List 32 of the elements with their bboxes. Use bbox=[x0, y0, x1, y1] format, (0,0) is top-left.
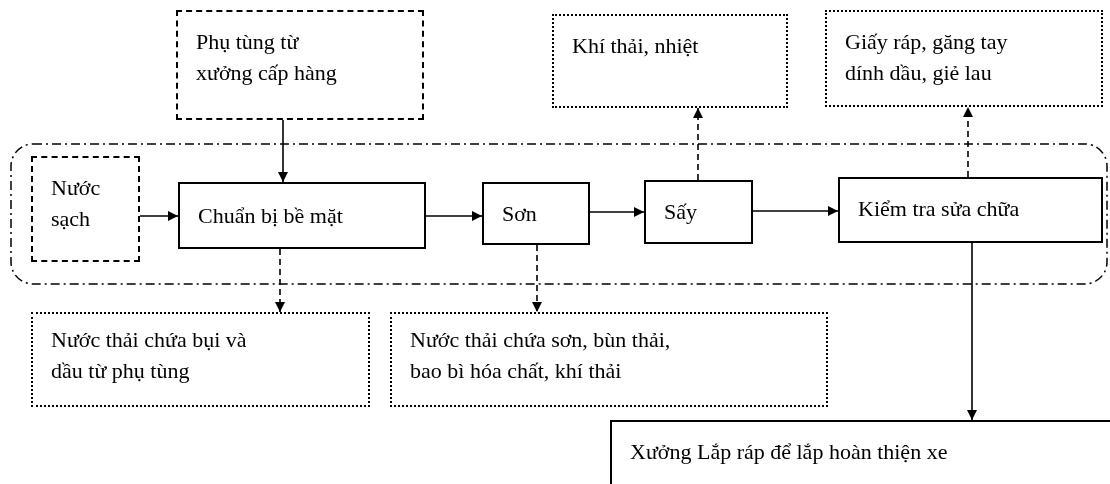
node-label: Khí thải, nhiệt bbox=[572, 32, 699, 60]
node-label: Xưởng Lắp ráp để lắp hoàn thiện xe bbox=[630, 438, 948, 466]
arrow bbox=[139, 211, 179, 221]
node-label: Phụ tùng từ xưởng cấp hàng bbox=[196, 28, 338, 87]
process-box bbox=[482, 182, 590, 245]
process-box bbox=[838, 177, 1103, 243]
input-box bbox=[176, 10, 424, 120]
node-label: Nước thải chứa sơn, bùn thải, bao bì hóa chất, khí thải bbox=[410, 326, 672, 385]
input-box bbox=[31, 156, 140, 262]
arrow bbox=[963, 106, 973, 178]
arrow bbox=[589, 207, 645, 217]
arrow bbox=[532, 244, 542, 313]
output-box bbox=[552, 14, 788, 108]
arrow bbox=[967, 242, 977, 421]
process-box bbox=[644, 180, 753, 244]
arrow bbox=[693, 107, 703, 181]
node-label: Giấy ráp, găng tay dính dầu, giẻ lau bbox=[845, 28, 1009, 87]
node-label: Kiểm tra sửa chữa bbox=[858, 195, 1020, 223]
arrow bbox=[275, 248, 285, 313]
output-box bbox=[31, 312, 370, 407]
arrow bbox=[278, 119, 288, 183]
node-label: Chuẩn bị bề mặt bbox=[198, 202, 343, 230]
arrow bbox=[425, 211, 483, 221]
node-label: Sấy bbox=[664, 198, 697, 226]
node-label: Sơn bbox=[502, 200, 537, 228]
output-box bbox=[825, 10, 1103, 107]
node-label: Nước thải chứa bụi và dầu từ phụ tùng bbox=[51, 326, 248, 385]
arrow bbox=[752, 206, 839, 216]
process-box bbox=[178, 182, 426, 249]
process-box bbox=[610, 420, 1110, 484]
output-box bbox=[390, 312, 828, 407]
node-label: Nước sạch bbox=[51, 174, 102, 233]
